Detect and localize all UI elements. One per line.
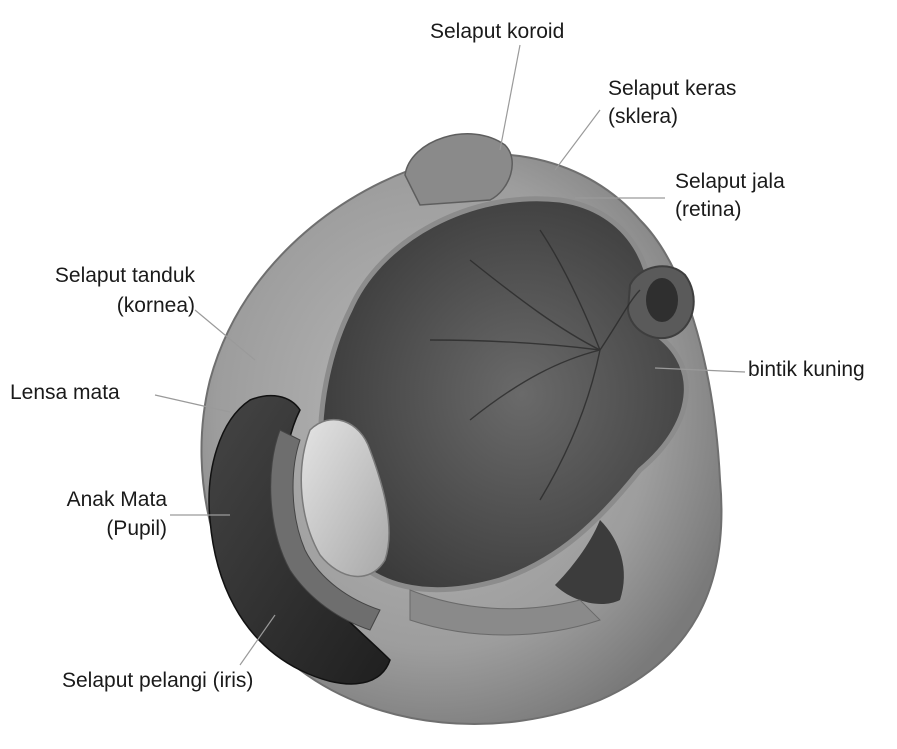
- label-cornea-1: Selaput tanduk: [10, 262, 195, 289]
- label-yellow-spot: bintik kuning: [748, 356, 865, 383]
- label-cornea-2: (kornea): [10, 292, 195, 319]
- leader-choroid: [500, 45, 520, 150]
- label-pupil-1: Anak Mata: [10, 486, 167, 513]
- optic-nerve-end: [646, 278, 678, 322]
- label-choroid: Selaput koroid: [430, 18, 564, 45]
- label-lens: Lensa mata: [10, 379, 120, 406]
- label-pupil-2: (Pupil): [10, 515, 167, 542]
- label-iris: Selaput pelangi (iris): [62, 667, 253, 694]
- label-retina-1: Selaput jala: [675, 168, 785, 195]
- label-retina-2: (retina): [675, 196, 742, 223]
- leader-sclera: [555, 110, 600, 170]
- label-sclera-2: (sklera): [608, 103, 678, 130]
- label-sclera-1: Selaput keras: [608, 75, 736, 102]
- choroid-bump: [405, 134, 512, 205]
